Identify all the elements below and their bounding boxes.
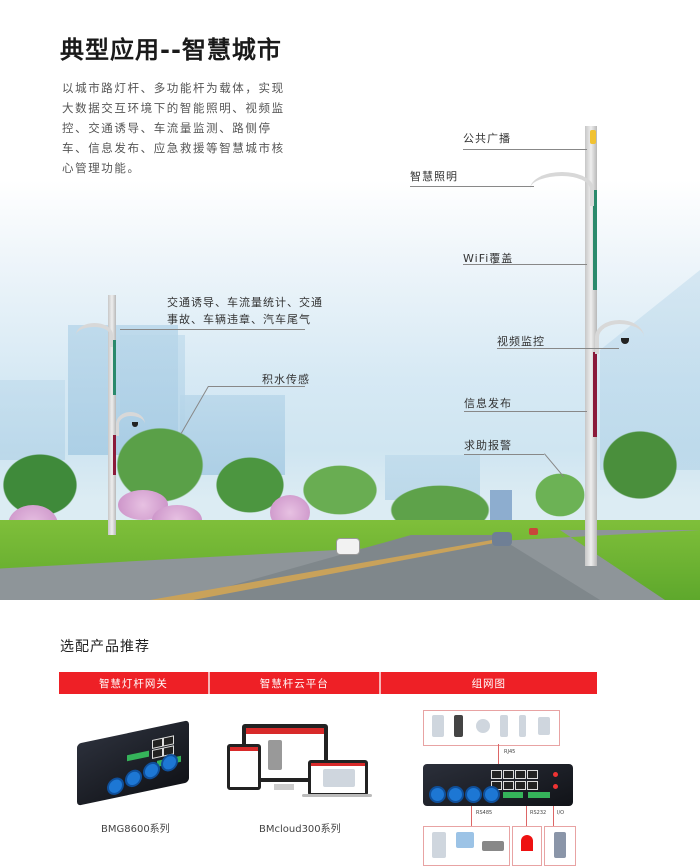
speaker-icon [590, 130, 596, 144]
io-label: I/O [557, 810, 565, 816]
leader-line [208, 386, 305, 387]
map-area [323, 769, 355, 787]
device-icon [432, 715, 444, 737]
gateway-device-image [72, 720, 197, 806]
connector-line [526, 806, 527, 826]
ethernet-port [503, 770, 514, 779]
ct-connector [143, 760, 160, 781]
camera-icon [132, 422, 138, 427]
alarm-light-icon [521, 835, 533, 851]
smart-pole-small [108, 295, 116, 535]
app-header [311, 763, 365, 766]
ethernet-port [491, 770, 502, 779]
leader-line [120, 329, 305, 330]
intro-text: 以城市路灯杆、多功能杆为载体，实现大数据交互环境下的智能照明、视频监控、交通诱导… [62, 81, 285, 175]
camera-arm [116, 412, 145, 436]
monitor-stand [274, 784, 294, 790]
ethernet-port [503, 781, 514, 790]
gateway-front [423, 764, 573, 806]
app-header [230, 747, 258, 751]
devices-top-group [423, 710, 560, 746]
leader-line [410, 186, 534, 187]
app-header [246, 728, 324, 734]
label-video: 视频监控 [497, 335, 545, 348]
network-diagram-image: RJ45 RS485 RS232 I/O [418, 708, 578, 866]
device-body [77, 720, 189, 806]
terminal-block [127, 750, 149, 762]
leader-line [464, 454, 544, 455]
cloud-platform-image [222, 722, 372, 807]
rj45-label: RJ45 [504, 749, 516, 755]
alarm-group [512, 826, 542, 866]
label-wifi: WiFi覆盖 [463, 252, 514, 265]
devices-rs485-group [423, 826, 510, 866]
ct-connector [483, 786, 500, 803]
label-info-release: 信息发布 [464, 397, 512, 410]
product-tabs: 智慧灯杆网关 智慧杆云平台 组网图 [59, 672, 597, 694]
label-traffic-line1: 交通诱导、车流量统计、交通 [167, 296, 323, 309]
product-caption: BMG8600系列 [101, 824, 170, 835]
wifi-ap-icon [500, 715, 508, 737]
pole-panel [593, 190, 597, 290]
ethernet-port [515, 781, 526, 790]
lamp-arm [76, 323, 113, 347]
ethernet-port [515, 770, 526, 779]
camera-arm [595, 320, 644, 354]
label-smart-lighting: 智慧照明 [410, 170, 458, 183]
leader-line [464, 411, 587, 412]
hero-scene [0, 0, 700, 600]
tab-cloud-platform[interactable]: 智慧杆云平台 [209, 672, 381, 694]
map-area [268, 740, 282, 770]
leader-line [463, 149, 587, 150]
page-title: 典型应用--智慧城市 [60, 36, 282, 64]
pole-led-display [593, 352, 597, 437]
led-indicator [553, 784, 558, 789]
tablet [227, 744, 261, 790]
section-title: 选配产品推荐 [60, 639, 150, 655]
car [492, 532, 512, 546]
pole-led-display [113, 435, 116, 475]
laptop [308, 760, 368, 796]
car [529, 528, 538, 535]
tab-network-diagram[interactable]: 组网图 [380, 672, 597, 694]
sensor-icon [456, 832, 474, 848]
pole-panel [113, 340, 116, 395]
camera-icon [476, 719, 490, 733]
sensor-icon [519, 715, 526, 737]
laptop-base [302, 794, 372, 797]
ct-connector [107, 775, 124, 797]
io-group [544, 826, 576, 866]
meter-icon [432, 832, 446, 858]
ct-connector [429, 786, 446, 803]
power-module-icon [482, 841, 504, 851]
rs232-label: RS232 [530, 810, 547, 816]
ethernet-port [527, 781, 538, 790]
terminal-block [528, 792, 550, 798]
connector-line [498, 744, 499, 764]
ct-connector [447, 786, 464, 803]
label-traffic-line2: 事故、车辆违章、汽车尾气 [167, 313, 311, 326]
cabinet-icon [554, 832, 566, 858]
terminal-block [503, 792, 523, 798]
tab-gateway[interactable]: 智慧灯杆网关 [59, 672, 210, 694]
ethernet-port [152, 747, 163, 759]
lamp-arm [530, 172, 594, 206]
ct-connector [465, 786, 482, 803]
leader-line [463, 264, 587, 265]
ethernet-port [527, 770, 538, 779]
car [336, 538, 360, 555]
label-public-broadcast: 公共广播 [463, 132, 511, 145]
label-emergency: 求助报警 [464, 439, 512, 452]
label-water-sensing: 积水传感 [262, 373, 310, 386]
connector-line [471, 806, 472, 826]
panel-icon [538, 717, 550, 735]
camera-icon [621, 338, 629, 344]
ct-connector [125, 768, 142, 789]
leader-line [497, 348, 619, 349]
rs485-label: RS485 [476, 810, 493, 816]
connector-line [553, 806, 554, 826]
product-caption: BMcloud300系列 [259, 824, 341, 835]
screen-icon [454, 715, 463, 737]
led-indicator [553, 772, 558, 777]
